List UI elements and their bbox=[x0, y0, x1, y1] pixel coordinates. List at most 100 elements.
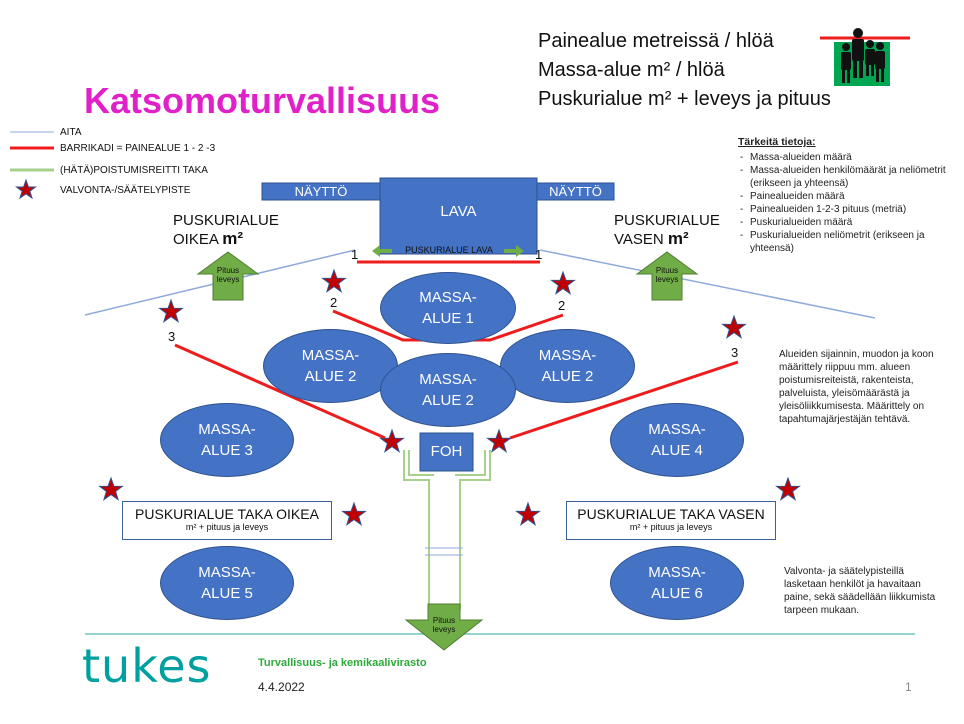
pressure-number-1-right: 1 bbox=[535, 247, 543, 262]
info-item: Painealueiden 1-2-3 pituus (metriä) bbox=[740, 203, 953, 216]
info-item: Massa-alueiden määrä bbox=[740, 151, 953, 164]
buffer-left-side-name: VASEN bbox=[614, 231, 664, 248]
star-icon bbox=[98, 476, 124, 501]
buffer-right-side-name: OIKEA bbox=[173, 231, 219, 248]
mass-area-label: MASSA- bbox=[538, 347, 597, 364]
foh bbox=[419, 432, 474, 472]
star-icon bbox=[158, 298, 184, 323]
arrow-label-width: leveys bbox=[216, 275, 240, 284]
star-icon bbox=[321, 268, 347, 293]
buffer-area-unit: Puskurialue m² + leveys ja pituus bbox=[538, 88, 831, 110]
mass-area-label: MASSA- bbox=[648, 421, 706, 438]
star-icon bbox=[341, 501, 367, 526]
mass-area-2-center: MASSA- ALUE 2 bbox=[380, 353, 516, 427]
stage-buffer-label: PUSKURIALUE LAVA bbox=[405, 245, 493, 255]
mass-area-label: MASSA- bbox=[648, 564, 706, 581]
info-item: Puskurialueiden määrä bbox=[740, 216, 953, 229]
arrow-label-length: Pituus bbox=[432, 616, 456, 625]
double-arrow-icon bbox=[372, 245, 524, 257]
barricade-3-left bbox=[174, 343, 386, 440]
mass-area-label: MASSA- bbox=[198, 564, 256, 581]
mass-area-label: MASSA- bbox=[198, 421, 256, 438]
mass-area-1: MASSA- ALUE 1 bbox=[380, 272, 516, 344]
screen-right-label: NÄYTTÖ bbox=[549, 184, 602, 199]
tukes-logo: tukes bbox=[82, 639, 212, 693]
star-icon bbox=[486, 428, 512, 453]
info-item: Massa-alueiden henkilömäärät ja neliömet… bbox=[740, 164, 953, 190]
arrow-label-width: leveys bbox=[655, 275, 679, 284]
footer-date: 4.4.2022 bbox=[258, 680, 305, 694]
info-item: Painealueiden määrä bbox=[740, 190, 953, 203]
buffer-back-left-sub: m² + pituus ja leveys bbox=[629, 522, 713, 532]
pressure-number-3-left: 3 bbox=[168, 329, 176, 344]
exit-markers bbox=[425, 547, 463, 556]
buffer-back-left-title: PUSKURIALUE TAKA VASEN bbox=[577, 506, 765, 522]
mass-area-label: ALUE 2 bbox=[304, 368, 357, 385]
info-item: Puskurialueiden neliömetrit (erikseen ja… bbox=[740, 229, 953, 255]
mass-area-label: MASSA- bbox=[419, 289, 477, 306]
buffer-left-side: PUSKURIALUE VASEN m² bbox=[614, 212, 720, 249]
mass-area-label: ALUE 2 bbox=[541, 368, 594, 385]
buffer-unit: m² bbox=[222, 229, 243, 248]
mass-area-label: ALUE 3 bbox=[201, 442, 253, 459]
star-icon bbox=[14, 178, 38, 200]
note-control-points: Valvonta- ja säätelypisteillä lasketaan … bbox=[784, 566, 936, 616]
arrow-label-length: Pituus bbox=[655, 266, 679, 275]
mass-area-label: MASSA- bbox=[419, 371, 477, 388]
mass-area-3: MASSA- ALUE 3 bbox=[160, 403, 294, 477]
foh-label: FOH bbox=[430, 443, 463, 460]
star-icon bbox=[379, 428, 405, 453]
mass-area-2-left: MASSA-ALUE 2 bbox=[263, 329, 398, 403]
arrow-down-icon bbox=[404, 603, 484, 651]
pressure-number-2-left: 2 bbox=[330, 295, 338, 310]
mass-area-5: MASSA- ALUE 5 bbox=[160, 546, 294, 620]
barricade-3-right bbox=[509, 360, 739, 440]
page-title: Katsomoturvallisuus bbox=[84, 80, 441, 121]
screen-left-label: NÄYTTÖ bbox=[294, 184, 348, 199]
important-info: Tärkeitä tietoja: Massa-alueiden määrä M… bbox=[738, 136, 953, 255]
star-icon bbox=[721, 314, 747, 339]
arrow-label-width: leveys bbox=[432, 625, 456, 634]
stage-label: LAVA bbox=[440, 203, 477, 220]
mass-area-6: MASSA- ALUE 6 bbox=[610, 546, 744, 620]
arrow-up-icon bbox=[635, 251, 699, 301]
buffer-back-left: PUSKURIALUE TAKA VASEN m² + pituus ja le… bbox=[566, 501, 776, 540]
legend-barricade: BARRIKADI = PAINEALUE 1 - 2 -3 bbox=[60, 143, 216, 154]
buffer-right-side-title: PUSKURIALUE bbox=[173, 212, 279, 229]
mass-area-label: ALUE 2 bbox=[422, 392, 474, 409]
mass-area-4: MASSA- ALUE 4 bbox=[610, 403, 744, 477]
mass-area-unit: Massa-alue m² / hlöä bbox=[538, 59, 725, 81]
important-info-title: Tärkeitä tietoja: bbox=[738, 136, 816, 148]
exit-route bbox=[403, 450, 491, 610]
note-definition: Alueiden sijainnin, muodon ja koon määri… bbox=[779, 349, 934, 425]
legend-exit: (HÄTÄ)POISTUMISREITTI TAKA bbox=[60, 165, 208, 176]
people-group-icon bbox=[820, 28, 910, 86]
buffer-back-right-sub: m² + pituus ja leveys bbox=[185, 522, 269, 532]
agency-name: Turvallisuus- ja kemikaalivirasto bbox=[258, 657, 427, 669]
mass-area-label: ALUE 4 bbox=[651, 442, 703, 459]
star-icon bbox=[775, 476, 801, 501]
pressure-number-3-right: 3 bbox=[731, 345, 739, 360]
star-icon bbox=[550, 270, 576, 295]
arrow-up-icon bbox=[196, 251, 260, 301]
arrow-label-length: Pituus bbox=[216, 266, 240, 275]
legend-symbols bbox=[10, 131, 54, 200]
mass-area-label: ALUE 6 bbox=[651, 585, 703, 602]
buffer-left-side-title: PUSKURIALUE bbox=[614, 212, 720, 229]
stage bbox=[379, 177, 538, 255]
legend-control-point: VALVONTA-/SÄÄTELYPISTE bbox=[60, 185, 191, 196]
fence-line-right bbox=[539, 249, 876, 319]
mass-area-label: ALUE 1 bbox=[422, 310, 474, 327]
star-icon bbox=[515, 501, 541, 526]
buffer-back-right: PUSKURIALUE TAKA OIKEA m² + pituus ja le… bbox=[122, 501, 332, 540]
buffer-back-right-title: PUSKURIALUE TAKA OIKEA bbox=[135, 506, 319, 522]
buffer-unit: m² bbox=[667, 229, 689, 248]
pressure-number-1-left: 1 bbox=[351, 247, 359, 262]
mass-area-label: ALUE 5 bbox=[201, 585, 253, 602]
page-number: 1 bbox=[905, 680, 912, 694]
mass-area-2-right: MASSA- ALUE 2 bbox=[500, 329, 635, 403]
